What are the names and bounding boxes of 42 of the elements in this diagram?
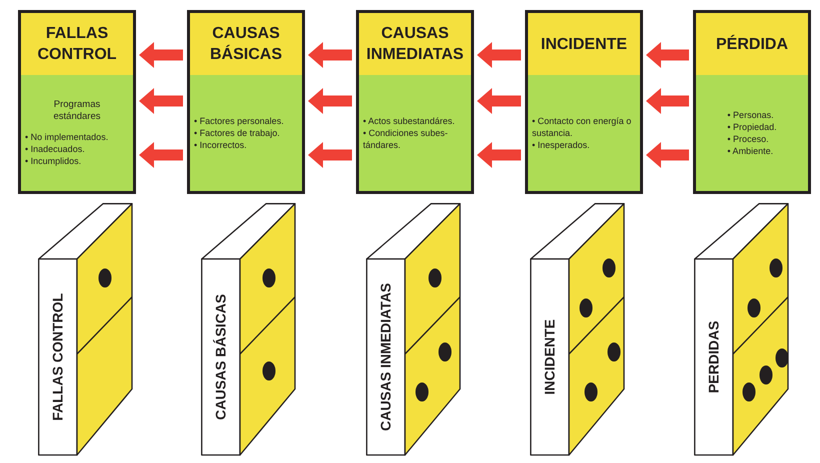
arrow [646, 42, 689, 68]
list-item: • Ambiente. [727, 145, 774, 157]
list-item: • No implementados. [25, 131, 110, 143]
list-item: • Factores de trabajo. [194, 127, 281, 139]
arrow [308, 88, 352, 114]
list-item: • Personas. [727, 109, 775, 121]
domino-label: CAUSAS INMEDIATAS [376, 282, 394, 432]
card-heading: FALLAS CONTROL [36, 24, 118, 65]
list-item: • Factores personales. [194, 115, 285, 127]
arrow [139, 42, 183, 68]
domino-label: FALLAS CONTROL [48, 293, 66, 421]
list-item: • Propiedad. [727, 121, 777, 133]
list-item: • Actos subestandáres. [363, 115, 456, 127]
list-item: • Incumplidos. [25, 155, 82, 167]
list-item: • Condiciones subes- tándares. [363, 127, 449, 151]
arrow [646, 88, 689, 114]
domino-label: INCIDENTE [540, 319, 558, 395]
arrow [308, 42, 352, 68]
arrow [477, 142, 521, 168]
arrow [308, 142, 352, 168]
list-item: • Inadecuados. [25, 143, 86, 155]
card-frame [18, 10, 136, 194]
domino-label: PERDIDAS [704, 320, 722, 394]
list-item: • Contacto con energía o sustancia. [532, 115, 632, 139]
card-frame [356, 10, 474, 194]
body-text: Programas estándares [52, 99, 102, 123]
card-heading: CAUSAS BÁSICAS [208, 24, 283, 65]
card-heading: CAUSAS INMEDIATAS [365, 24, 465, 65]
arrow [139, 142, 183, 168]
list-item: • Inesperados. [532, 139, 591, 151]
domino-label: CAUSAS BÁSICAS [212, 294, 230, 420]
list-item: • Incorrectos. [194, 139, 248, 151]
list-item: • Proceso. [727, 133, 770, 145]
card-frame [525, 10, 643, 194]
card-heading: INCIDENTE [540, 34, 628, 54]
arrow [139, 88, 183, 114]
arrow [477, 88, 521, 114]
card-frame [187, 10, 305, 194]
card-heading: PÉRDIDA [714, 34, 789, 54]
card-frame [693, 10, 811, 194]
arrow [477, 42, 521, 68]
arrow [646, 142, 689, 168]
